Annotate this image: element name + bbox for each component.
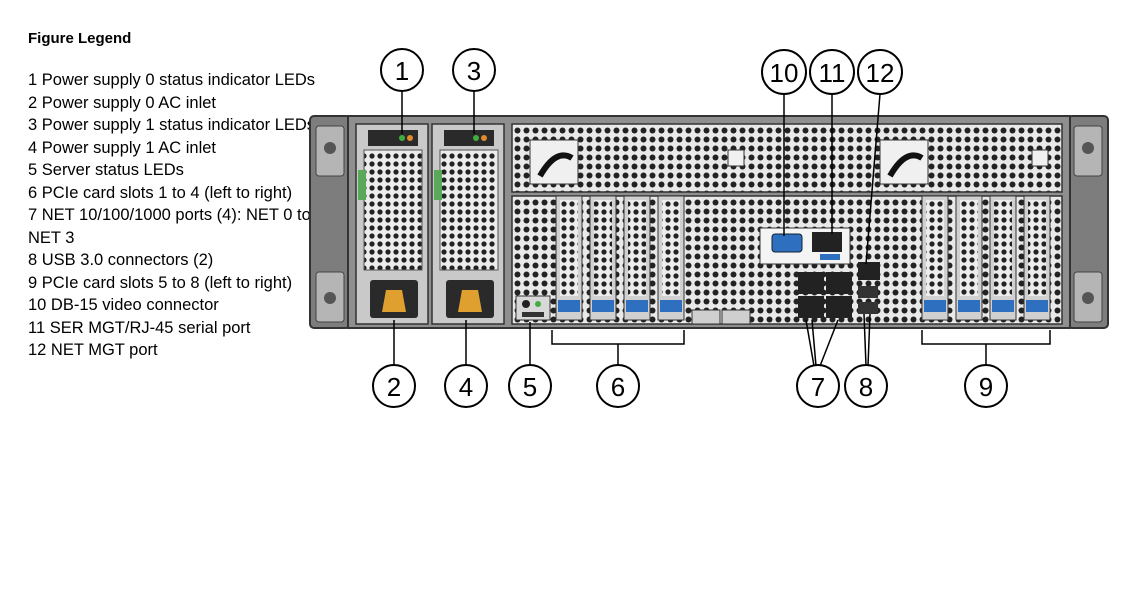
power-supply-1	[431, 123, 505, 325]
callout-3: 3	[452, 48, 496, 92]
psu0-led-icon	[407, 135, 413, 141]
callout-number: 4	[459, 372, 473, 402]
callout-number: 5	[523, 372, 537, 402]
right-rack-ear	[1067, 115, 1109, 329]
callout-number: 3	[467, 56, 481, 86]
legend-item: 10 DB-15 video connector	[28, 296, 219, 314]
callout-number: 2	[387, 372, 401, 402]
legend-item: 9 PCIe card slots 5 to 8 (left to right)	[28, 273, 293, 292]
callout-number: 9	[979, 372, 993, 402]
legend-item: 7 NET 10/100/1000 ports (4): NET 0 to NE…	[28, 206, 311, 247]
callout-10: 10	[761, 49, 807, 95]
left-rack-ear	[309, 115, 351, 329]
callout-1: 1	[380, 48, 424, 92]
power-supply-0	[355, 123, 429, 325]
legend-item: 2 Power supply 0 AC inlet	[28, 93, 217, 112]
legend-item: 12 NET MGT port	[28, 341, 158, 359]
net-mgt-port[interactable]	[858, 262, 880, 280]
callout-6: 6	[596, 364, 640, 408]
figure-legend: Figure Legend 1 Power supply 0 status in…	[28, 30, 318, 362]
net-port[interactable]	[826, 296, 852, 318]
top-vent-panel	[511, 123, 1063, 193]
callout-number: 1	[395, 56, 409, 86]
ser-mgt-port[interactable]	[812, 232, 842, 252]
legend-title: Figure Legend	[28, 30, 132, 47]
legend-list: 1 Power supply 0 status indicator LEDs 2…	[28, 69, 318, 362]
server-rear-panel-diagram: 1 3 10 11 12 2 4 5 6 7 8 9	[309, 48, 1109, 408]
callout-number: 12	[866, 58, 895, 88]
callout-5: 5	[508, 364, 552, 408]
psu1-handle-latch[interactable]	[434, 170, 442, 200]
callout-number: 10	[770, 58, 799, 88]
psu0-led-icon	[399, 135, 405, 141]
callout-4: 4	[444, 364, 488, 408]
net-port[interactable]	[798, 272, 824, 294]
db15-video-connector[interactable]	[771, 233, 803, 253]
usb-port[interactable]	[858, 302, 878, 314]
psu1-led-icon	[481, 135, 487, 141]
leader-lines	[393, 90, 1051, 367]
callout-12: 12	[857, 49, 903, 95]
callout-number: 11	[819, 58, 846, 88]
psu1-led-icon	[473, 135, 479, 141]
legend-item: 11 SER MGT/RJ-45 serial port	[28, 318, 251, 337]
psu0-status-leds	[368, 130, 418, 146]
legend-item: 1 Power supply 0 status indicator LEDs	[28, 71, 316, 89]
server-status-leds	[515, 295, 551, 321]
rear-connectors	[759, 227, 880, 318]
psu0-handle-latch[interactable]	[358, 170, 366, 200]
callout-number: 8	[859, 372, 873, 402]
callout-7: 7	[796, 364, 840, 408]
callout-11: 11	[809, 49, 855, 95]
legend-item: 6 PCIe card slots 1 to 4 (left to right)	[28, 183, 293, 202]
callout-9: 9	[964, 364, 1008, 408]
callout-2: 2	[372, 364, 416, 408]
callout-number: 7	[811, 372, 825, 402]
net-port[interactable]	[798, 296, 824, 318]
legend-item: 8 USB 3.0 connectors (2)	[28, 251, 214, 269]
usb-port[interactable]	[858, 286, 878, 298]
psu1-status-leds	[444, 130, 494, 146]
pcie-slots-5-8	[921, 195, 1051, 321]
callout-8: 8	[844, 364, 888, 408]
legend-item: 4 Power supply 1 AC inlet	[28, 138, 217, 157]
legend-item: 3 Power supply 1 status indicator LEDs	[28, 116, 316, 134]
pcie-slots-1-4	[555, 195, 685, 321]
net-port[interactable]	[826, 272, 852, 294]
callout-number: 6	[611, 372, 625, 402]
legend-item: 5 Server status LEDs	[28, 161, 184, 179]
